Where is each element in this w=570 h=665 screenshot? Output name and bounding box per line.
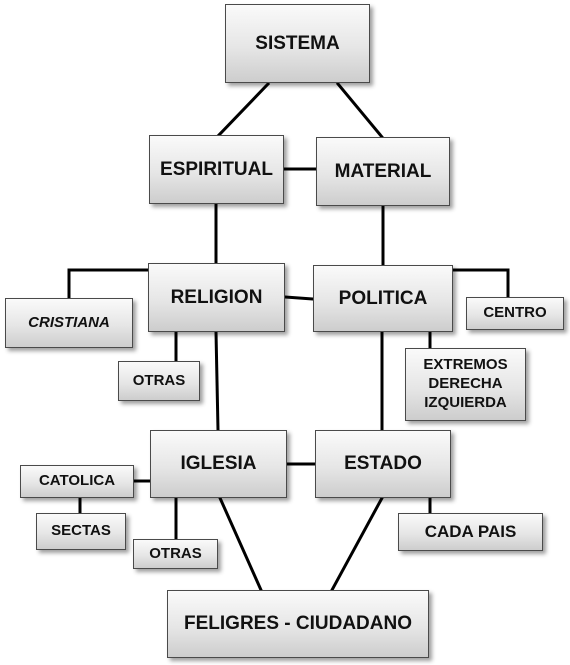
node-cada-pais: CADA PAIS (398, 513, 543, 551)
node-iglesia: IGLESIA (150, 430, 287, 498)
edge-religion-iglesia (214, 330, 220, 432)
node-sectas: SECTAS (36, 513, 126, 550)
edge-estado-feligres (329, 495, 385, 593)
node-religion: RELIGION (148, 263, 285, 332)
node-espiritual: ESPIRITUAL (149, 135, 284, 204)
node-feligres-ciudadano: FELIGRES - CIUDADANO (167, 590, 429, 658)
node-catolica: CATOLICA (20, 465, 134, 498)
node-extremos: EXTREMOS DERECHA IZQUIERDA (405, 348, 526, 421)
node-otras-religion: OTRAS (118, 361, 200, 401)
edge-sistema-espiritual (216, 81, 271, 138)
edge-iglesia-feligres (218, 496, 263, 592)
node-centro: CENTRO (466, 297, 564, 330)
edge-religion-cristiana (67, 268, 150, 300)
node-material: MATERIAL (316, 137, 450, 206)
node-estado: ESTADO (315, 430, 451, 498)
edge-religion-politica (283, 295, 315, 301)
node-sistema: SISTEMA (225, 4, 370, 83)
node-otras-iglesia: OTRAS (133, 539, 218, 569)
node-cristiana: CRISTIANA (5, 298, 133, 348)
node-politica: POLITICA (313, 265, 453, 332)
edge-sistema-material (335, 81, 385, 140)
edge-politica-centro (451, 268, 510, 299)
